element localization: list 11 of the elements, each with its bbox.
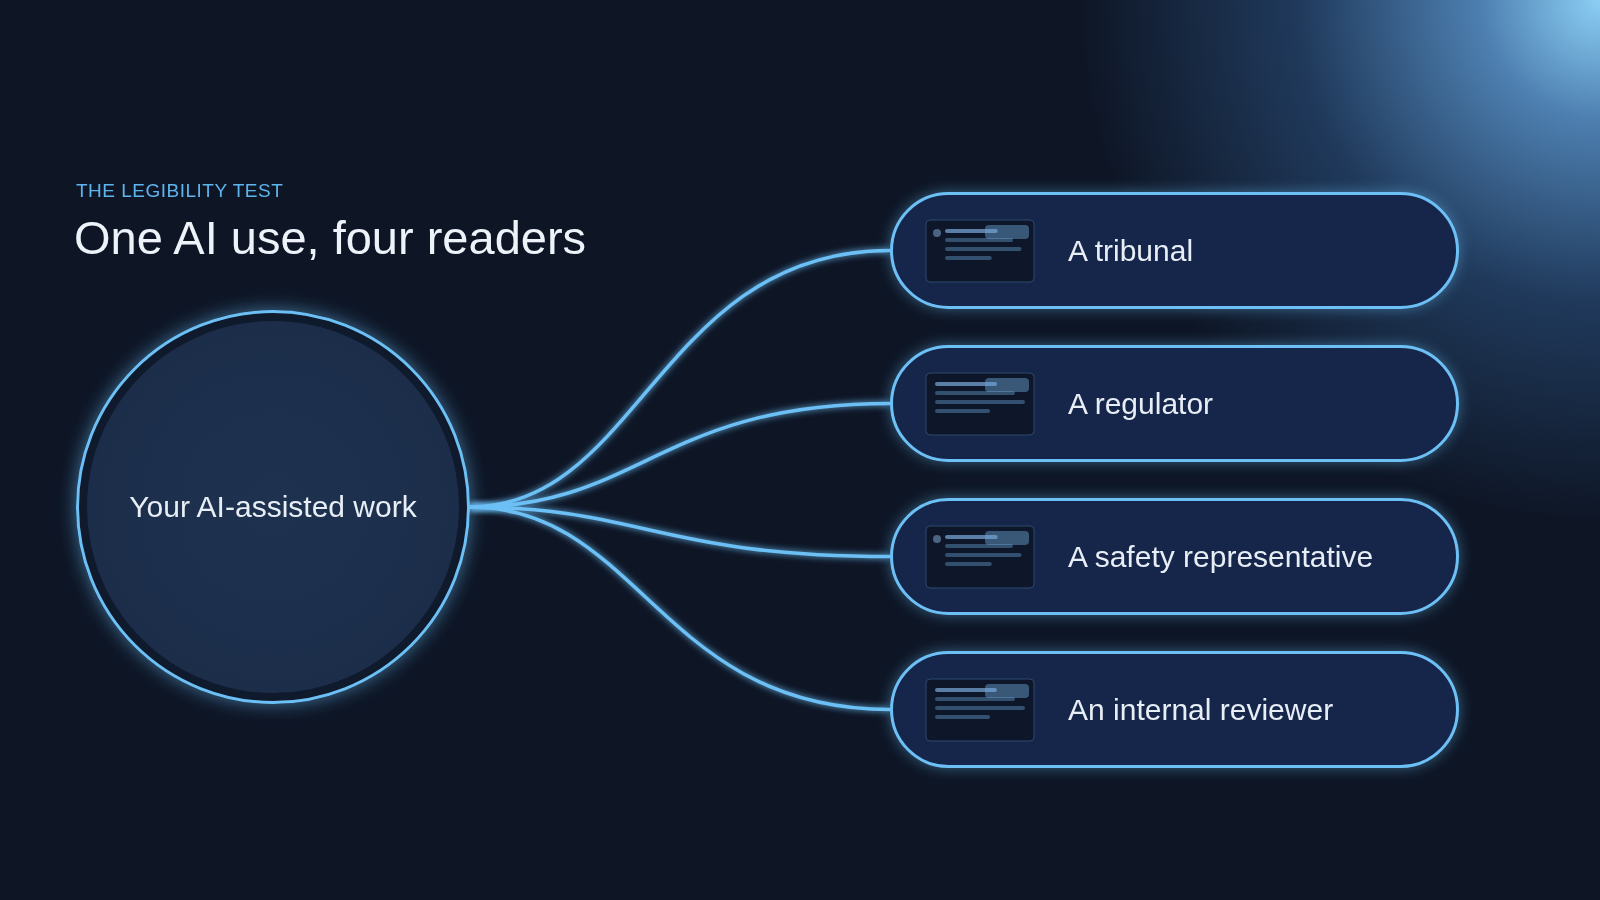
node-label: Your AI-assisted work <box>129 490 417 524</box>
node-label: An internal reviewer <box>1068 692 1334 727</box>
diagram-title: One AI use, four readers <box>74 210 587 265</box>
reader-pill <box>890 651 1459 768</box>
reader-pill <box>890 192 1459 309</box>
reader-pill <box>890 345 1459 462</box>
node-label: A tribunal <box>1068 233 1194 268</box>
reader-pill <box>890 498 1459 615</box>
section-kicker: THE LEGIBILITY TEST <box>76 180 284 202</box>
node-label: A safety representative <box>1068 539 1374 574</box>
node-label: A regulator <box>1068 386 1214 421</box>
